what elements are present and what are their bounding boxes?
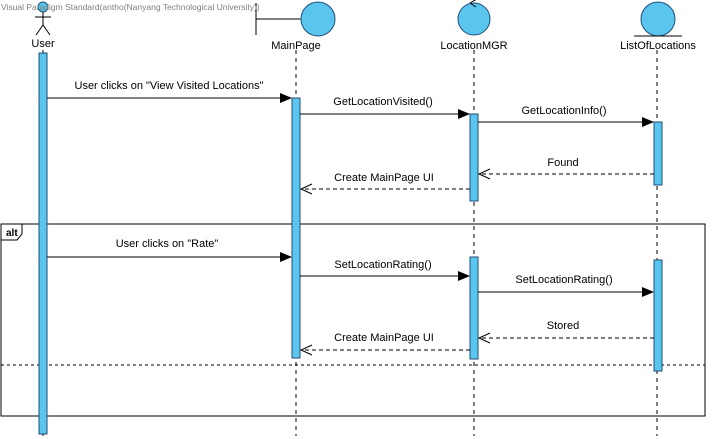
lifeline-name-user: User: [31, 38, 55, 50]
message-label-10: Create MainPage UI: [334, 332, 434, 344]
messages: [47, 93, 654, 356]
message-label-5: Create MainPage UI: [334, 172, 434, 184]
actor-icon: [35, 1, 51, 36]
message-label-8: SetLocationRating(): [515, 274, 613, 286]
lifeline-name-listoflocations: ListOfLocations: [620, 40, 696, 52]
message-label-6: User clicks on "Rate": [115, 238, 219, 250]
boundary-icon: [255, 1, 336, 37]
message-label-1: User clicks on "View Visited Locations": [74, 80, 264, 92]
control-icon: [457, 0, 491, 36]
message-arrowhead-2: [458, 109, 470, 119]
message-label-2: GetLocationVisited(): [333, 96, 433, 108]
message-arrowhead-3: [642, 117, 654, 127]
message-arrowhead-10: [299, 344, 313, 356]
message-label-7: SetLocationRating(): [334, 259, 432, 271]
alt-fragment-tab: [0, 223, 23, 241]
activation-bar-listoflocations-1: [653, 121, 663, 186]
message-label-3: GetLocationInfo(): [521, 105, 607, 117]
activation-bar-mainpage: [291, 97, 301, 359]
message-label-4: Found: [547, 157, 579, 169]
message-arrowhead-7: [458, 271, 470, 281]
watermark-text: Visual Paradigm Standard(antho(Nanyang T…: [1, 2, 260, 12]
activation-bar-user: [38, 52, 48, 435]
message-label-9: Stored: [546, 320, 580, 332]
activation-bar-listoflocations-2: [653, 259, 663, 372]
alt-fragment-frame: [0, 223, 706, 417]
activation-bar-locationmgr-1: [469, 113, 479, 202]
activation-bar-locationmgr-2: [469, 256, 479, 360]
message-arrowhead-9: [477, 332, 491, 344]
lifeline-name-mainpage: MainPage: [271, 40, 321, 52]
activation-bars: [38, 52, 663, 435]
message-arrowhead-4: [477, 168, 491, 180]
message-arrowhead-6: [280, 252, 292, 262]
alt-fragment-label: alt: [6, 228, 18, 239]
message-arrowhead-5: [299, 183, 313, 195]
entity-icon: [634, 1, 682, 37]
message-arrowhead-8: [642, 287, 654, 297]
alt-fragment: [0, 223, 706, 417]
lifeline-name-locationmgr: LocationMGR: [440, 40, 508, 52]
message-arrowhead-1: [280, 93, 292, 103]
